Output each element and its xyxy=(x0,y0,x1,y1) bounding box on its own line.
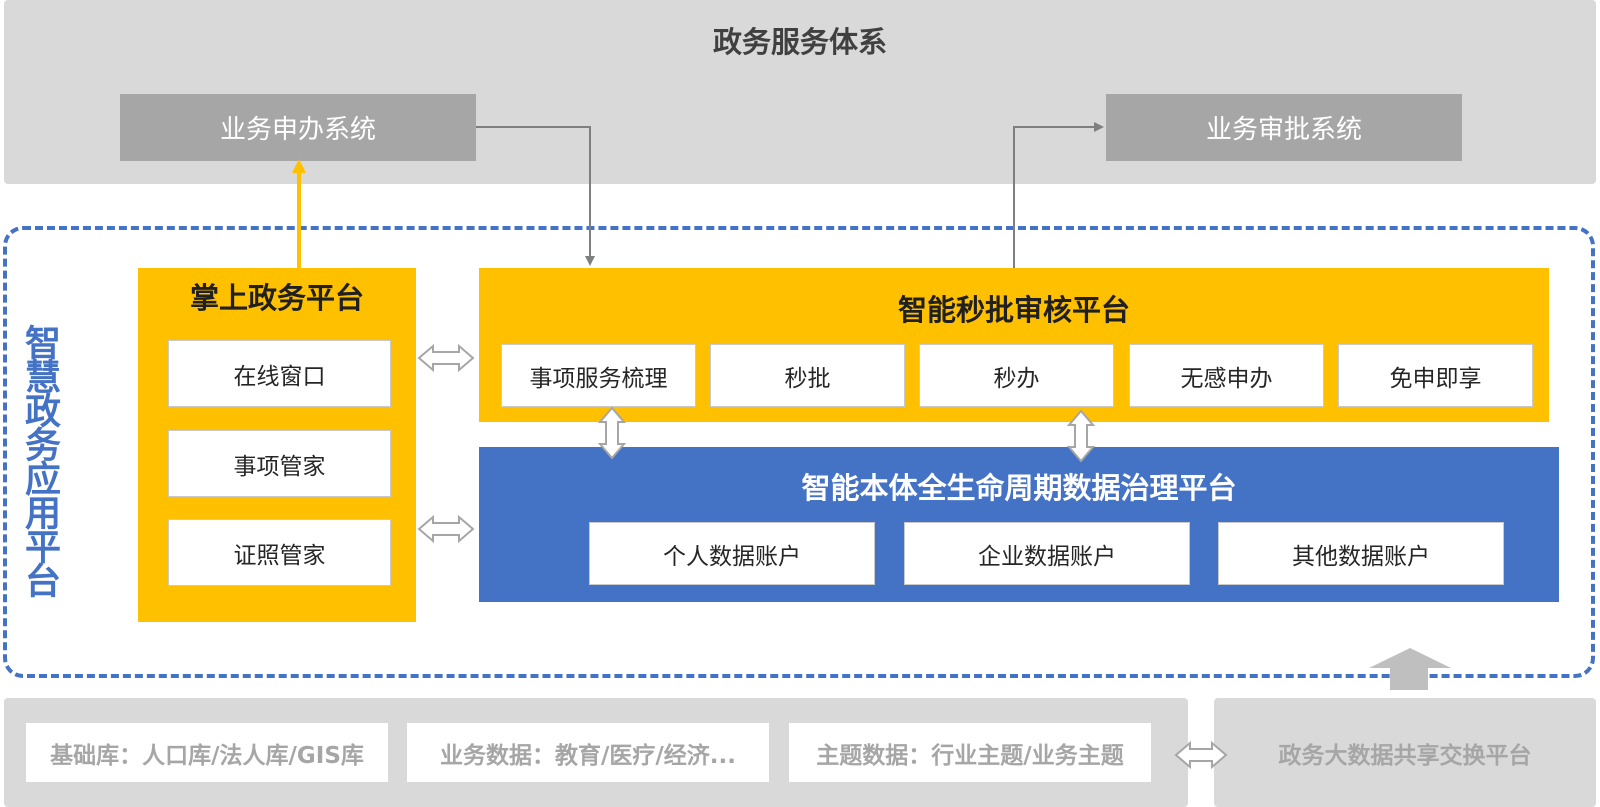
bottom-item-base-library: 基础库：人口库/法人库/GIS库 xyxy=(26,723,388,782)
double-arrow-mobile-approval xyxy=(417,343,475,373)
mobile-platform-title: 掌上政务平台 xyxy=(189,281,364,315)
double-arrow-approval-data-right xyxy=(1066,409,1096,463)
platform-label: 智慧政务应用平台 xyxy=(19,324,60,596)
approval-item-no-apply-enjoy: 免申即享 xyxy=(1338,344,1533,407)
mobile-item-matter-steward: 事项管家 xyxy=(168,430,391,497)
bottom-item-business-data: 业务数据：教育/医疗/经济... xyxy=(407,723,769,782)
approval-item-instant-approval: 秒批 xyxy=(710,344,905,407)
approval-system-box: 业务审批系统 xyxy=(1106,94,1462,161)
exchange-up-arrow xyxy=(1369,648,1451,690)
bottom-item-theme-data: 主题数据：行业主题/业务主题 xyxy=(789,723,1151,782)
approval-platform-title: 智能秒批审核平台 xyxy=(897,293,1130,327)
approval-item-instant-handling: 秒办 xyxy=(919,344,1114,407)
mobile-item-license-steward: 证照管家 xyxy=(168,519,391,586)
data-item-personal-account: 个人数据账户 xyxy=(589,522,875,585)
double-arrow-approval-data-left xyxy=(597,406,627,460)
data-item-other-account: 其他数据账户 xyxy=(1218,522,1504,585)
approval-item-service-sorting: 事项服务梳理 xyxy=(501,344,696,407)
apply-system-box: 业务申办系统 xyxy=(120,94,476,161)
service-system-title: 政务服务体系 xyxy=(712,25,887,59)
mobile-item-online-window: 在线窗口 xyxy=(168,340,391,407)
platform-frame xyxy=(3,226,1595,678)
approval-to-system-arrow xyxy=(1013,122,1104,268)
double-arrow-mobile-data xyxy=(417,514,475,544)
data-item-enterprise-account: 企业数据账户 xyxy=(904,522,1190,585)
double-arrow-exchange xyxy=(1174,740,1228,770)
apply-to-approval-arrow xyxy=(476,126,595,266)
data-governance-title: 智能本体全生命周期数据治理平台 xyxy=(801,471,1237,505)
approval-item-seamless-apply: 无感申办 xyxy=(1129,344,1324,407)
data-exchange-platform: 政务大数据共享交换平台 xyxy=(1214,698,1596,807)
